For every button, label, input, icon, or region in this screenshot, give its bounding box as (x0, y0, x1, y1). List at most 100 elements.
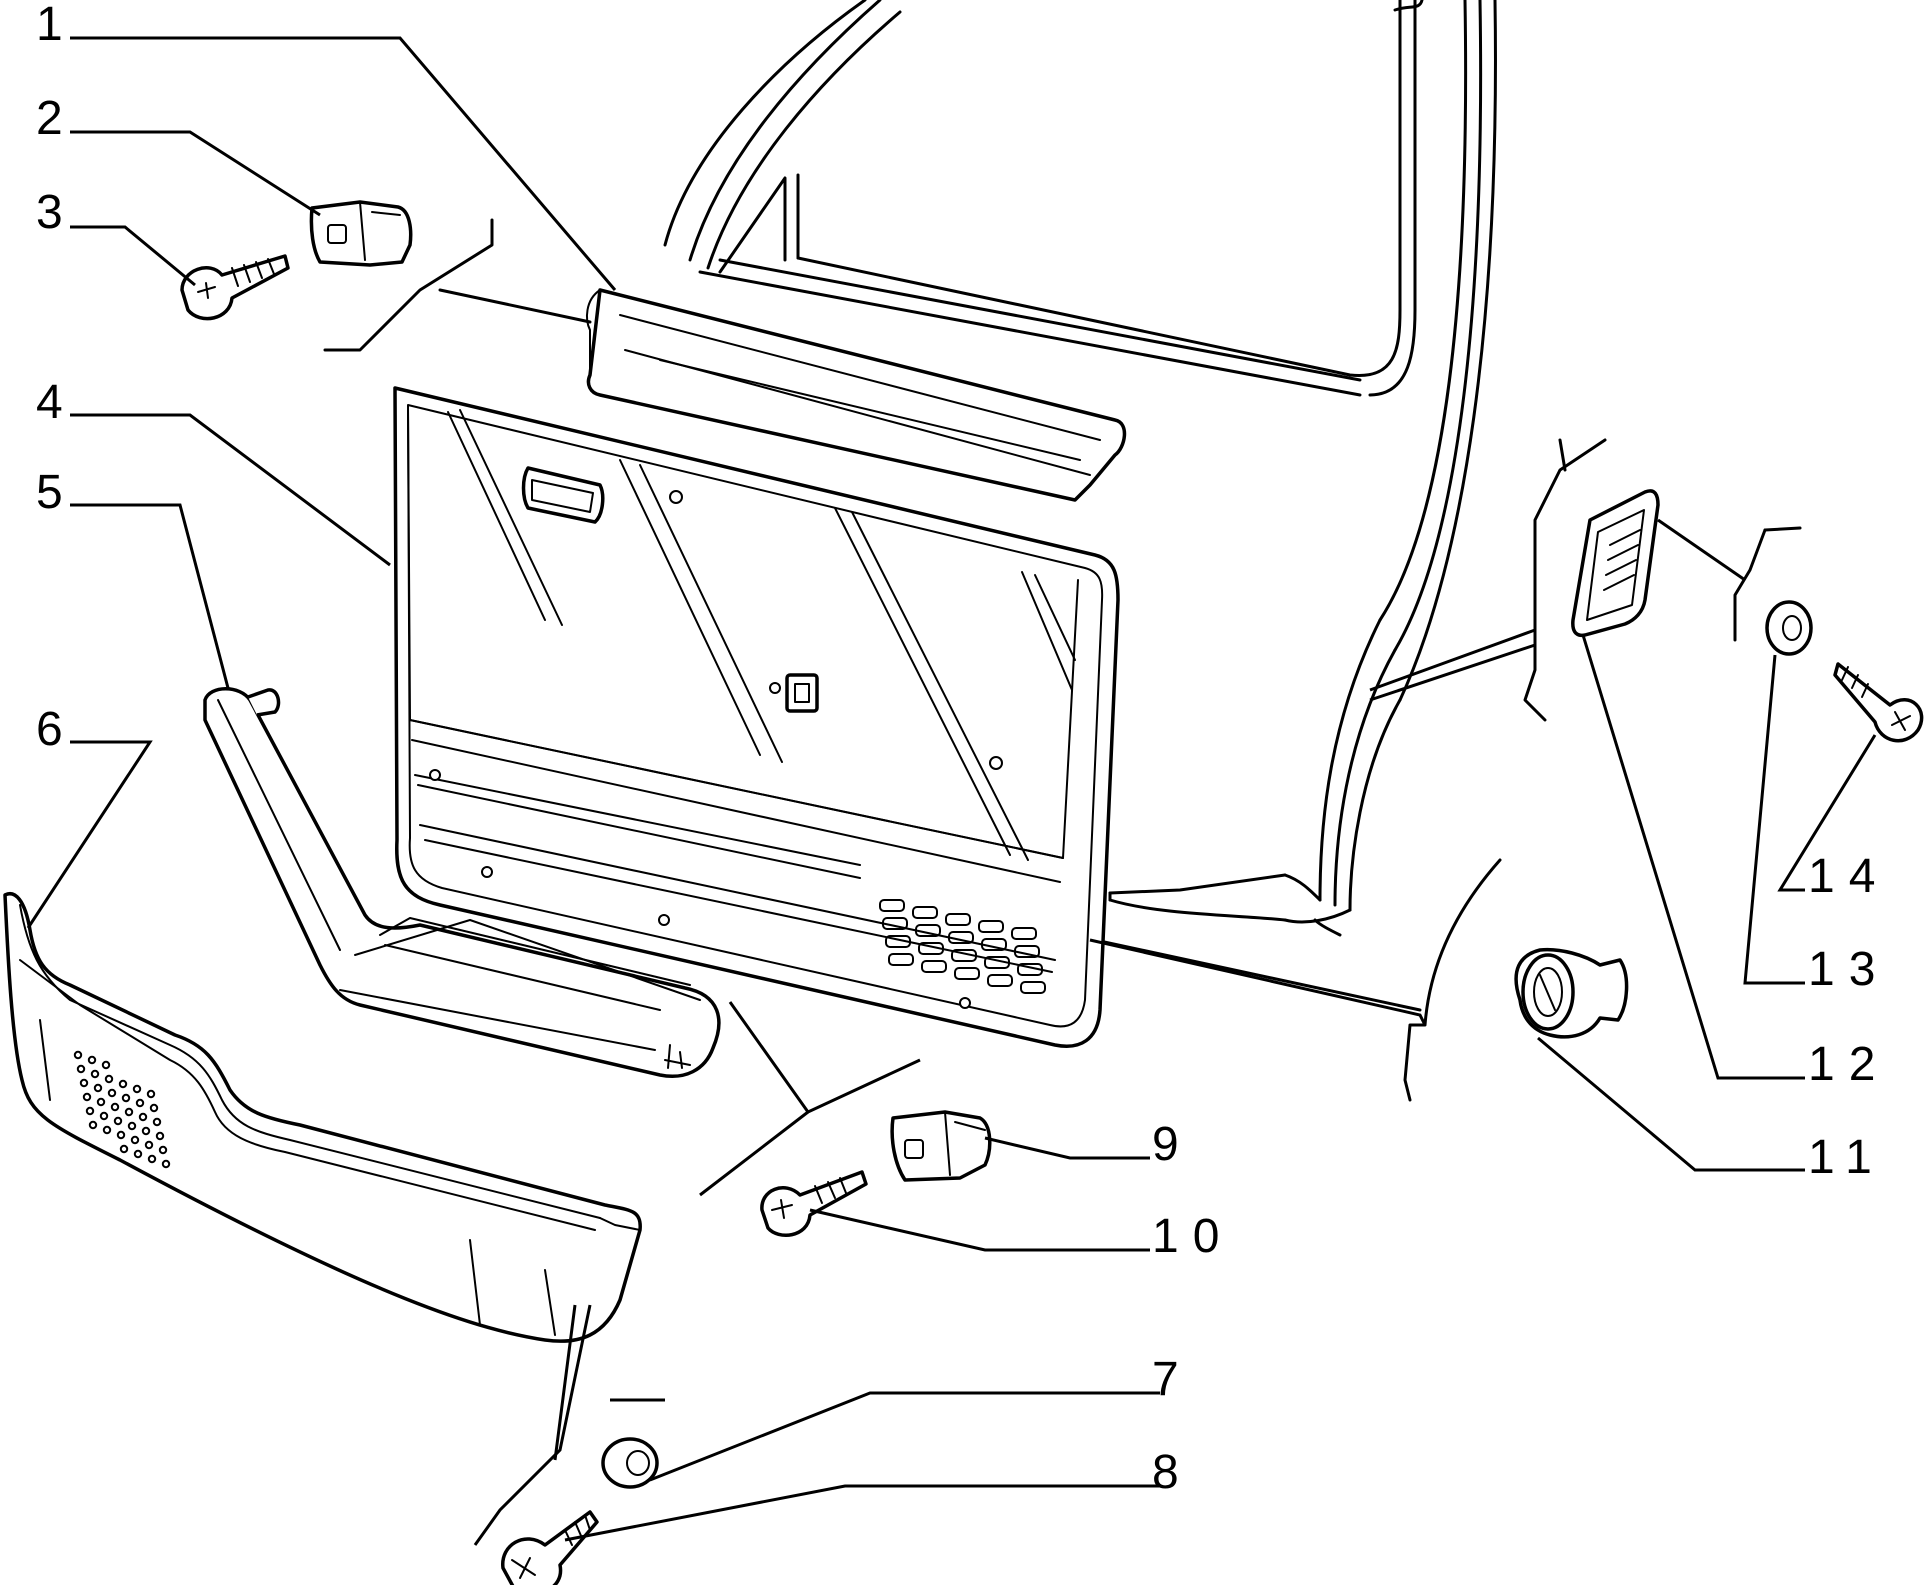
grille-slot (1017, 963, 1043, 976)
grille-slot (885, 935, 911, 948)
leader-lines (26, 36, 1877, 1546)
speaker-hole (124, 1107, 134, 1117)
leader-9 (984, 1136, 1150, 1160)
leader-12 (1581, 634, 1805, 1080)
callout-5: 5 (36, 466, 77, 519)
part-9-clip (890, 1110, 992, 1182)
speaker-hole (87, 1055, 97, 1065)
speaker-hole (135, 1098, 145, 1108)
callout-labels: 1 2 3 4 5 6 7 8 9 10 11 12 13 14 (36, 0, 1889, 1499)
callout-4: 4 (36, 376, 77, 429)
part-6-door-pocket (3, 892, 642, 1343)
callout-11: 11 (1808, 1131, 1886, 1184)
callout-2: 2 (36, 92, 77, 145)
part-13-washer (1765, 600, 1813, 656)
grille-slot (1014, 945, 1040, 958)
leader-4 (70, 413, 391, 567)
speaker-hole (107, 1088, 117, 1098)
leader-11 (1537, 1036, 1805, 1172)
grille-slot (954, 967, 980, 980)
speaker-hole (101, 1060, 111, 1070)
leader-5 (70, 503, 230, 689)
speaker-hole (132, 1084, 142, 1094)
speaker-hole (138, 1112, 148, 1122)
speaker-hole (73, 1050, 83, 1060)
speaker-hole (121, 1093, 131, 1103)
part-10-screw (760, 1170, 868, 1237)
speaker-hole (90, 1069, 100, 1079)
speaker-hole (85, 1106, 95, 1116)
part-3-screw (180, 254, 290, 321)
callout-1: 1 (36, 0, 77, 51)
speaker-hole (79, 1078, 89, 1088)
speaker-hole (130, 1135, 140, 1145)
speaker-hole (88, 1120, 98, 1130)
grille-slot (951, 949, 977, 962)
part-2-clip (309, 200, 413, 267)
speaker-hole (146, 1089, 156, 1099)
grille-slot (1011, 927, 1037, 940)
speaker-hole (110, 1102, 120, 1112)
speaker-hole (147, 1154, 157, 1164)
part-4-door-panel (393, 386, 1120, 1048)
grille-slot (987, 974, 1013, 987)
speaker-hole (144, 1140, 154, 1150)
callout-10: 10 (1152, 1210, 1233, 1263)
callout-14: 14 (1808, 850, 1889, 903)
part-11-plug (1514, 947, 1629, 1039)
grille-slot (888, 953, 914, 966)
leader-1 (70, 36, 617, 291)
grille-slot (882, 917, 908, 930)
grille-slot (1020, 981, 1046, 994)
leader-2 (70, 130, 321, 217)
speaker-hole (118, 1079, 128, 1089)
speaker-hole (102, 1125, 112, 1135)
part-4-speaker-grille (879, 899, 1046, 994)
callout-8: 8 (1152, 1446, 1193, 1499)
leader-7 (649, 1391, 1160, 1482)
speaker-hole (116, 1130, 126, 1140)
callout-12: 12 (1808, 1038, 1889, 1091)
leader-13 (1743, 654, 1805, 985)
leader-10 (809, 1208, 1150, 1252)
speaker-hole (155, 1131, 165, 1141)
callout-13: 13 (1808, 943, 1889, 996)
callout-7: 7 (1152, 1353, 1193, 1406)
grille-slot (984, 956, 1010, 969)
speaker-hole (76, 1064, 86, 1074)
callout-9: 9 (1152, 1118, 1193, 1171)
speaker-hole (104, 1074, 114, 1084)
speaker-hole (161, 1159, 171, 1169)
part-12-plate (1571, 489, 1660, 638)
speaker-hole (141, 1126, 151, 1136)
door-frame (323, 0, 1802, 1102)
part-14-screw (1833, 662, 1924, 743)
grille-slot (945, 913, 971, 926)
speaker-hole (96, 1097, 106, 1107)
speaker-hole (82, 1092, 92, 1102)
speaker-hole (113, 1116, 123, 1126)
grille-slot (948, 931, 974, 944)
part-7-washer (601, 1437, 659, 1489)
part-8-screw (501, 1510, 599, 1585)
speaker-hole (133, 1149, 143, 1159)
part-5-armrest (203, 687, 721, 1078)
grille-slot (921, 960, 947, 973)
grille-slot (978, 920, 1004, 933)
speaker-hole (152, 1117, 162, 1127)
part-6-speaker-holes (73, 1050, 171, 1169)
grille-slot (912, 906, 938, 919)
grille-slot (915, 924, 941, 937)
speaker-hole (119, 1144, 129, 1154)
grille-slot (981, 938, 1007, 951)
speaker-hole (99, 1111, 109, 1121)
speaker-hole (127, 1121, 137, 1131)
speaker-hole (149, 1103, 159, 1113)
leader-8 (564, 1484, 1160, 1542)
speaker-hole (93, 1083, 103, 1093)
grille-slot (918, 942, 944, 955)
callout-6: 6 (36, 703, 77, 756)
part-1-window-sill-strip (586, 288, 1127, 502)
leader-14 (1777, 734, 1877, 892)
